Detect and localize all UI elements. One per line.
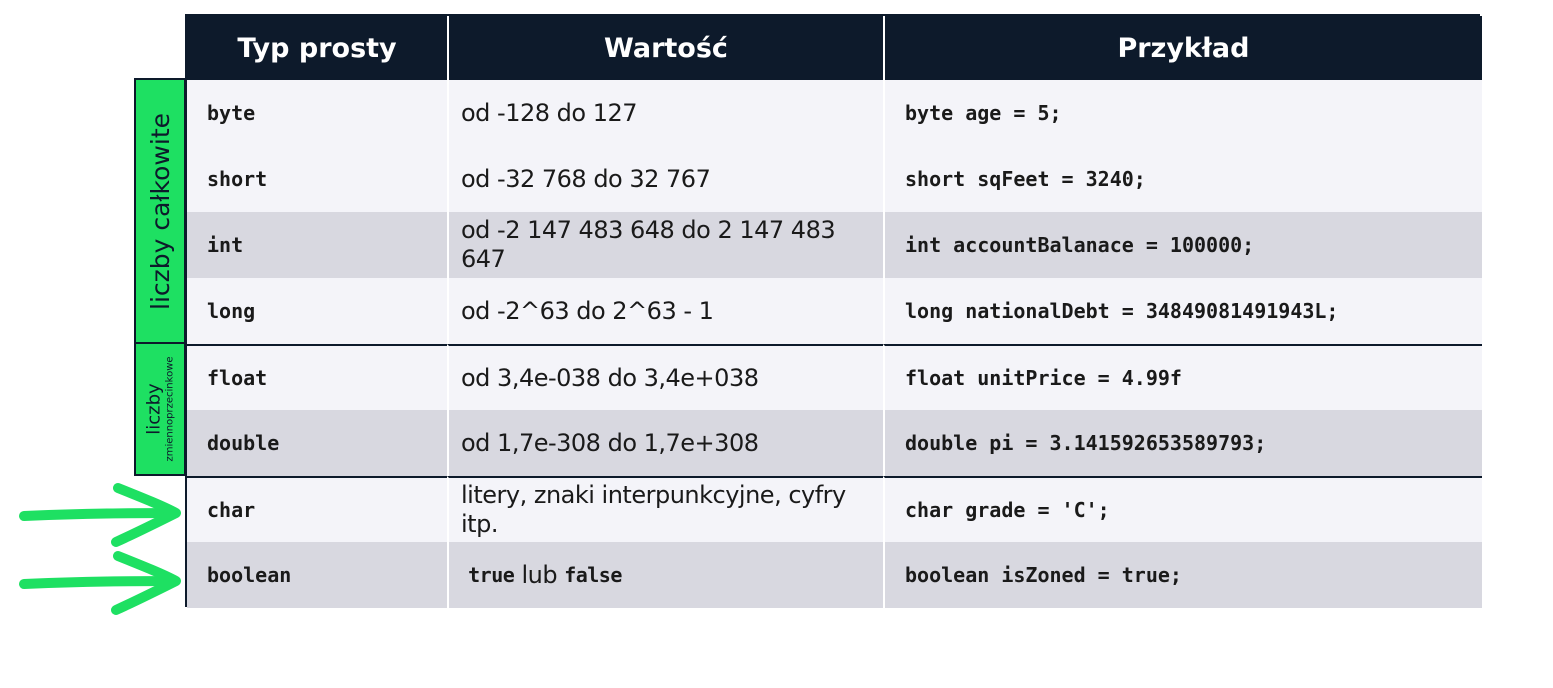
row-char-value: litery, znaki interpunkcyjne, cyfry itp. — [447, 476, 883, 542]
floating-label-line2: zmiennoprzecinkowe — [165, 356, 177, 462]
row-byte-example: byte age = 5; — [883, 80, 1482, 146]
row-char-type: char — [187, 476, 447, 542]
row-short-example: short sqFeet = 3240; — [883, 146, 1482, 212]
row-boolean-type: boolean — [187, 542, 447, 608]
row-boolean-example: boolean isZoned = true; — [883, 542, 1482, 608]
row-boolean-value: true lub false — [447, 542, 883, 608]
boolean-false-literal: false — [564, 562, 622, 587]
group-label-floating: liczby zmiennoprzecinkowe — [134, 342, 186, 476]
row-byte-value: od -128 do 127 — [447, 80, 883, 146]
row-long-value: od -2^63 do 2^63 - 1 — [447, 278, 883, 344]
boolean-true-literal: true — [468, 562, 515, 587]
arrow-right-icon — [19, 483, 181, 547]
row-double-type: double — [187, 410, 447, 476]
floating-label-line1: liczby — [144, 383, 166, 435]
row-int-type: int — [187, 212, 447, 278]
group-label-integers: liczby całkowite — [134, 78, 186, 344]
row-long-example: long nationalDebt = 34849081491943L; — [883, 278, 1482, 344]
arrow-right-icon — [19, 551, 181, 615]
data-types-table: Typ prosty Wartość Przykład byte od -128… — [185, 14, 1482, 608]
integers-label: liczby całkowite — [145, 112, 175, 310]
row-int-example: int accountBalanace = 100000; — [883, 212, 1482, 278]
row-float-value: od 3,4e-038 do 3,4e+038 — [447, 344, 883, 410]
row-double-example: double pi = 3.141592653589793; — [883, 410, 1482, 476]
row-float-example: float unitPrice = 4.99f — [883, 344, 1482, 410]
row-char-example: char grade = 'C'; — [883, 476, 1482, 542]
row-short-value: od -32 768 do 32 767 — [447, 146, 883, 212]
boolean-or-text: lub — [514, 560, 565, 589]
header-value: Wartość — [447, 16, 883, 80]
row-double-value: od 1,7e-308 do 1,7e+308 — [447, 410, 883, 476]
header-example: Przykład — [883, 16, 1482, 80]
row-int-value: od -2 147 483 648 do 2 147 483 647 — [447, 212, 883, 278]
row-long-type: long — [187, 278, 447, 344]
row-short-type: short — [187, 146, 447, 212]
row-float-type: float — [187, 344, 447, 410]
row-byte-type: byte — [187, 80, 447, 146]
header-type: Typ prosty — [187, 16, 447, 80]
